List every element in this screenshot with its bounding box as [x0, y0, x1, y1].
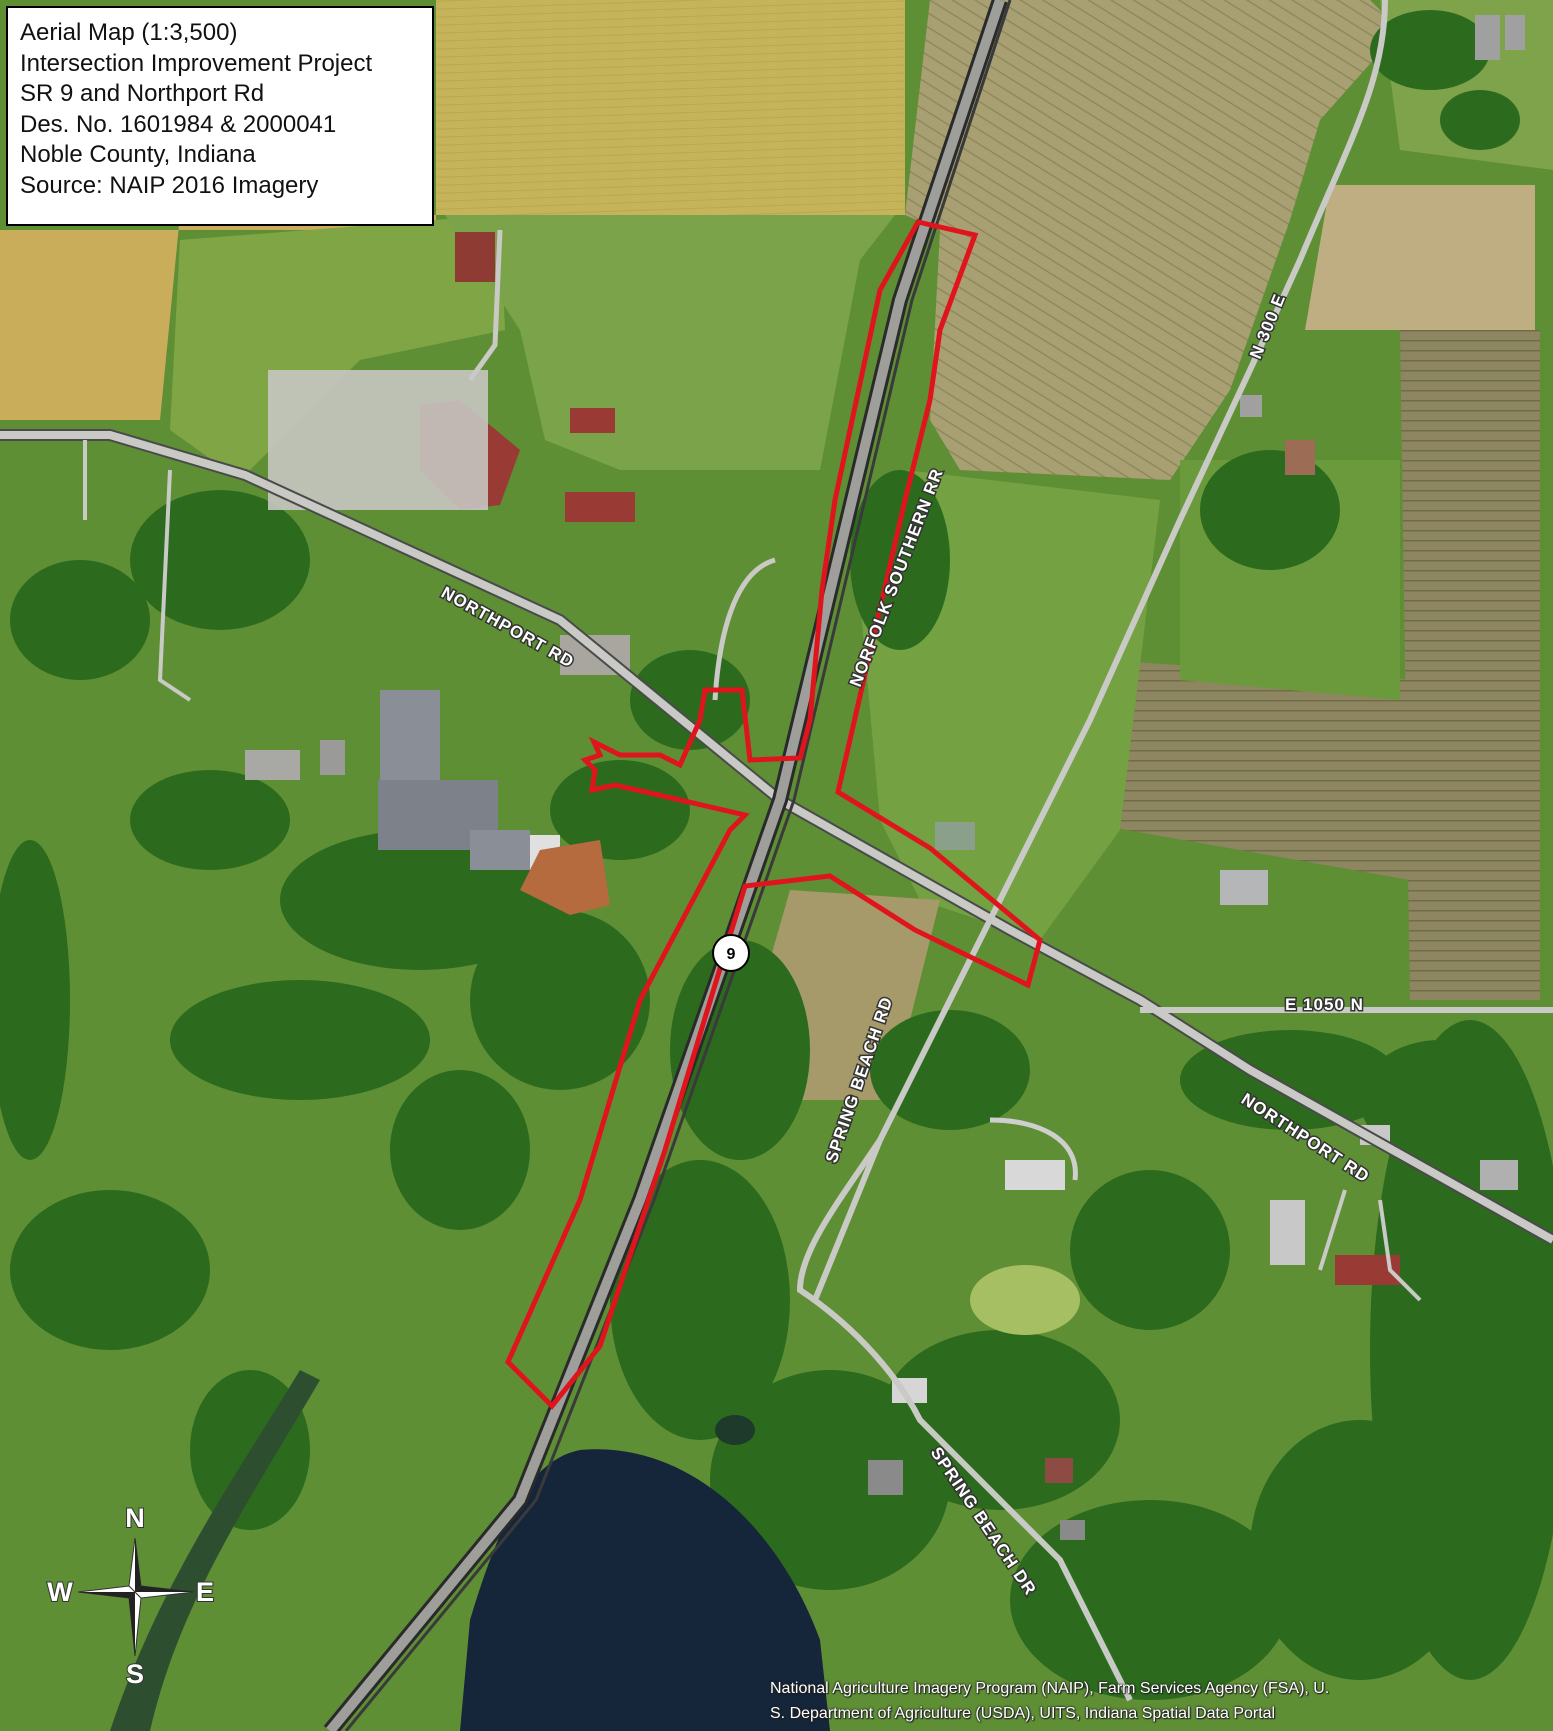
- creek: [110, 1370, 320, 1731]
- field-crop-middle: [1070, 660, 1415, 880]
- orange-roof-building: [520, 840, 610, 915]
- field-crop-north: [905, 0, 1400, 480]
- label-e-1050-n: E 1050 N: [1285, 995, 1364, 1014]
- railroad-track: [344, 0, 1012, 1731]
- field-tan: [1305, 185, 1535, 330]
- field-green-center: [170, 215, 505, 480]
- title-des-no: Des. No. 1601984 & 2000041: [20, 110, 337, 138]
- spring-beach-dr: [796, 1138, 1133, 1702]
- compass-west: W: [47, 1577, 73, 1607]
- field-orchard: [445, 215, 895, 470]
- compass-east: E: [196, 1577, 214, 1607]
- title-county: Noble County, Indiana: [20, 141, 256, 168]
- credit-line-1: National Agriculture Imagery Program (NA…: [770, 1680, 1330, 1697]
- credit-line-2: S. Department of Agriculture (USDA), UIT…: [770, 1705, 1276, 1722]
- pond: [970, 1265, 1080, 1335]
- imagery-credit: National Agriculture Imagery Program (NA…: [770, 1676, 1550, 1726]
- map-title-block: Aerial Map (1:3,500) Intersection Improv…: [6, 6, 434, 226]
- route-shield-number: 9: [727, 946, 736, 963]
- project-area-boundary[interactable]: [505, 219, 1043, 1410]
- tree-cover: [0, 10, 1553, 1700]
- title-source: Source: NAIP 2016 Imagery: [20, 171, 319, 199]
- water: [110, 1265, 1080, 1731]
- title-scale: Aerial Map (1:3,500): [20, 19, 238, 46]
- parking-lot-north: [268, 370, 488, 510]
- compass-rose: N S E W: [46, 1502, 215, 1690]
- barn-north: [455, 232, 495, 282]
- title-project: Intersection Improvement Project: [20, 49, 373, 77]
- n-300-e: [812, 0, 1388, 1302]
- compass-north: N: [125, 1503, 145, 1533]
- field-yellow-west: [0, 215, 436, 420]
- route-9-shield: 9: [712, 934, 750, 972]
- compass-south: S: [126, 1659, 144, 1689]
- small-pond: [715, 1415, 755, 1445]
- lake: [460, 1449, 830, 1731]
- field-yellow-north: [436, 0, 905, 215]
- field-crop-east: [1400, 330, 1540, 1000]
- church-roof: [380, 690, 440, 780]
- title-location: SR 9 and Northport Rd: [20, 80, 265, 107]
